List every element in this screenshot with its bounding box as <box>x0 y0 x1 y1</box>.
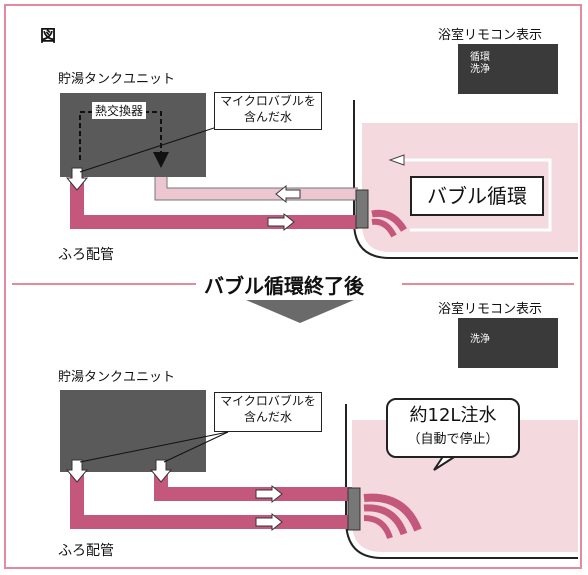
refill-amount: 約12L注水 <box>409 405 497 426</box>
remote-display-bottom: 洗浄 <box>458 318 558 368</box>
callout-bottom-line-2: 含んだ水 <box>243 410 292 424</box>
section-divider-title: バブル循環終了後 <box>204 274 364 298</box>
remote-line-1: 循環 <box>470 52 490 63</box>
refill-speech-bubble: 約12L注水 （自動で停止） <box>386 398 520 458</box>
callout-top-line-2: 含んだ水 <box>243 110 292 124</box>
callout-bottom: マイクロバブルを 含んだ水 <box>214 392 322 432</box>
nozzle-bottom <box>347 487 361 531</box>
down-triangle <box>246 300 354 323</box>
pipe-label-bottom: ふろ配管 <box>58 543 114 559</box>
tank-bottom <box>60 390 206 472</box>
tank-title-bottom: 貯湯タンクユニット <box>58 370 176 385</box>
remote-title-top: 浴室リモコン表示 <box>438 28 543 43</box>
remote-line-wash: 洗浄 <box>470 334 490 345</box>
nozzle-top <box>355 189 369 229</box>
flow-right-arrow-top <box>267 212 295 232</box>
heat-exchanger-label: 熱交換器 <box>92 102 147 119</box>
tank-title-top: 貯湯タンクユニット <box>58 72 176 87</box>
pipe-label-top: ふろ配管 <box>58 247 114 263</box>
callout-bottom-line-1: マイクロバブルを <box>220 394 316 408</box>
refill-note: （自動で停止） <box>407 432 499 447</box>
bubble-circulation-box: バブル循環 <box>410 176 544 216</box>
callout-top-line-1: マイクロバブルを <box>220 94 316 108</box>
remote-display-top: 循環 洗浄 <box>458 44 558 94</box>
remote-line-2: 洗浄 <box>470 64 490 75</box>
down-arrow-top <box>65 167 89 191</box>
figure-frame <box>4 4 582 569</box>
callout-top: マイクロバブルを 含んだ水 <box>214 92 322 130</box>
remote-title-bottom: 浴室リモコン表示 <box>438 302 543 317</box>
flow-left-arrow-top <box>275 184 301 204</box>
figure-label: 図 <box>40 26 57 45</box>
